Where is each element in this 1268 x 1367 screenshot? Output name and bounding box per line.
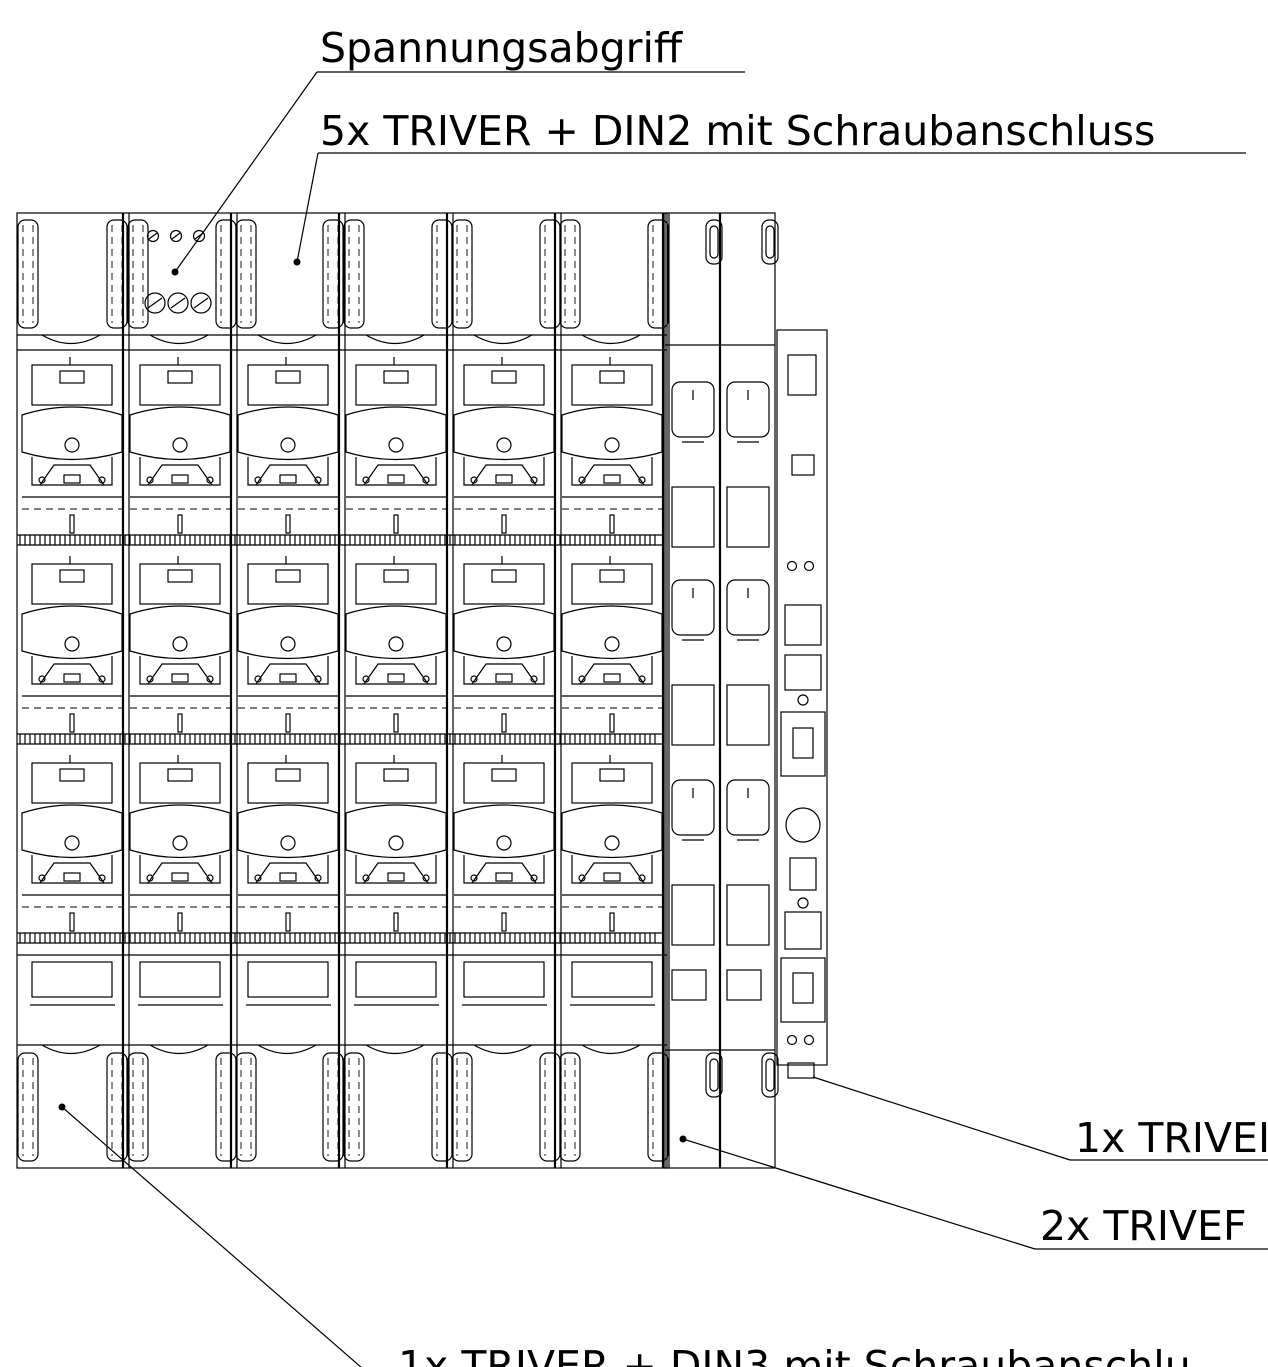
fuse-module (345, 556, 447, 733)
fuse-module (21, 357, 123, 534)
fuse-module (345, 755, 447, 932)
fuse-module (129, 755, 231, 932)
label-right-b: 2x TRIVEF (1040, 1202, 1247, 1250)
label-top-row: 5x TRIVER + DIN2 mit Schraubanschluss (320, 107, 1155, 155)
fuse-module (129, 357, 231, 534)
fuse-switch-assembly (16, 212, 828, 1169)
label-voltage-tap: Spannungsabgriff (320, 24, 684, 72)
fuse-module (345, 357, 447, 534)
fuse-module (453, 755, 555, 932)
fuse-module (453, 556, 555, 733)
fuse-module (237, 755, 339, 932)
fuse-module (21, 556, 123, 733)
fuse-module (237, 357, 339, 534)
fuse-module (561, 357, 663, 534)
fuse-module (453, 357, 555, 534)
fuse-module (561, 755, 663, 932)
leader-lines (58, 71, 1268, 1367)
fuse-module (237, 556, 339, 733)
label-bottom: 1x TRIVER + DIN3 mit Schraubanschlu (398, 1342, 1191, 1367)
fuse-module (129, 556, 231, 733)
label-right-a: 1x TRIVEI (1075, 1114, 1268, 1162)
fuse-module (561, 556, 663, 733)
fuse-module (21, 755, 123, 932)
